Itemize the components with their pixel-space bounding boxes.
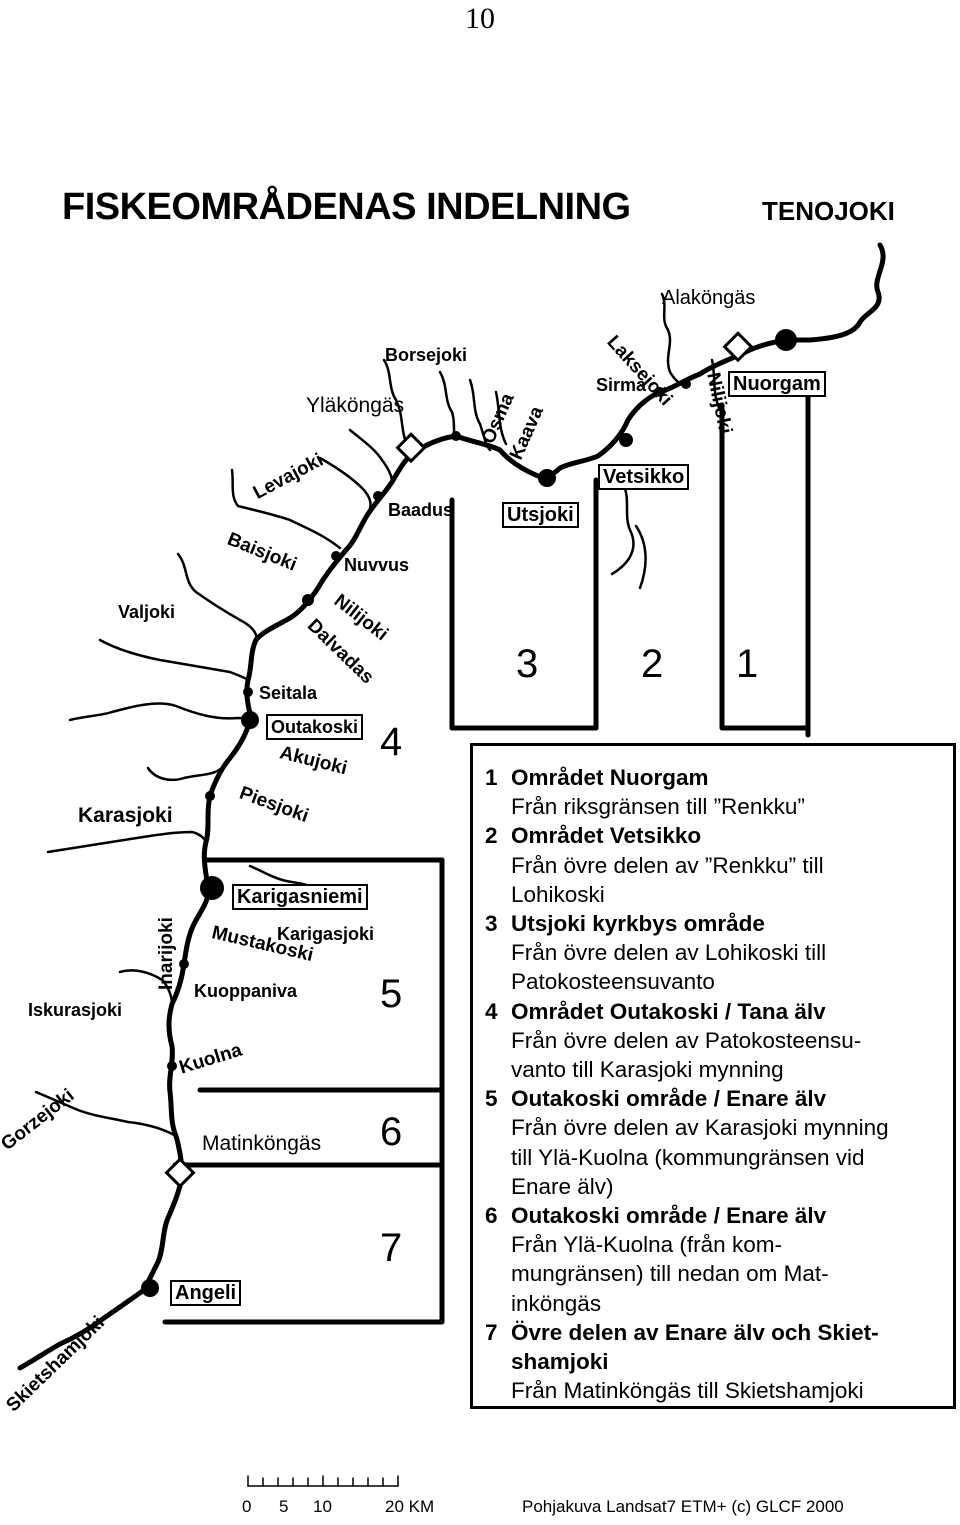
zone-number-5: 5 (380, 972, 403, 1016)
scale-label-20: 20 KM (385, 1497, 435, 1516)
legend-item-2: 2 Området Vetsikko (485, 821, 953, 850)
legend-number: 7 (485, 1319, 498, 1345)
scale-label-5: 5 (279, 1497, 289, 1516)
label-nuorgam: Nuorgam (728, 371, 826, 397)
label-inarijoki: Inarijoki (156, 917, 177, 990)
legend-title: Området Nuorgam (511, 765, 709, 790)
legend-title: Utsjoki kyrkbys område (511, 911, 765, 937)
label-iskurasjoki: Iskurasjoki (28, 1000, 123, 1020)
legend-number: 5 (485, 1086, 498, 1112)
page-title: FISKEOMRÅDENAS INDELNING (62, 186, 631, 228)
rapids-markers (164, 331, 754, 1189)
zone-boundaries (162, 385, 811, 1325)
label-kuoppaniva: Kuoppaniva (194, 981, 298, 1001)
legend-item-1: 1 Området Nuorgam (485, 763, 953, 792)
legend-box: 1 Området Nuorgam Från riksgränsen till ”… (470, 743, 956, 1409)
legend-item-6: 6 Outakoski område / Enare älv (485, 1201, 953, 1230)
legend-description: Från Ylä-Kuolna (från kom- mungränsen) t… (511, 1232, 829, 1316)
legend-item-3: 3 Utsjoki kyrkbys område (485, 909, 953, 938)
label-karigasjoki: Karigasjoki (277, 924, 375, 944)
legend-description: Från riksgränsen till ”Renkku” (511, 794, 805, 820)
zone-number-2: 2 (641, 642, 664, 686)
river-name: TENOJOKI (762, 196, 895, 226)
label-sirma: Sirma (596, 375, 647, 395)
label-utsjoki: Utsjoki (502, 502, 579, 528)
legend-title: Området Vetsikko (511, 823, 702, 849)
image-credit: Pohjakuva Landsat7 ETM+ (c) GLCF 2000 (522, 1497, 844, 1516)
label-vetsikko: Vetsikko (598, 464, 690, 490)
zone-number-6: 6 (380, 1110, 403, 1154)
place-markers (141, 329, 797, 1297)
legend-item-7: 7 Övre delen av Enare älv och Skiet- sham… (485, 1318, 953, 1376)
legend-number: 6 (485, 1203, 498, 1229)
label-seitala: Seitala (259, 683, 318, 703)
label-matinkongas: Matinköngäs (202, 1132, 322, 1155)
label-outakoski: Outakoski (266, 714, 364, 740)
legend-title: Outakoski område / Enare älv (511, 1086, 827, 1112)
page-number: 10 (465, 2, 495, 35)
legend-description: Från övre delen av Lohikoski till Patoko… (511, 940, 827, 995)
label-ylakongas: Yläköngäs (306, 394, 405, 417)
legend-item-5: 5 Outakoski område / Enare älv (485, 1084, 953, 1113)
legend-number: 2 (485, 823, 498, 849)
legend-item-4: 4 Området Outakoski / Tana älv (485, 997, 953, 1026)
legend-description: Från Matinköngäs till Skietshamjoki (511, 1378, 864, 1404)
legend-description: Från övre delen av ”Renkku” till Lohikos… (511, 852, 824, 907)
label-nuvvus: Nuvvus (344, 555, 410, 575)
legend-title: Övre delen av Enare älv och Skiet- shamj… (511, 1319, 879, 1375)
legend-title: Outakoski område / Enare älv (511, 1203, 827, 1229)
zone-number-4: 4 (380, 720, 403, 764)
zone-number-7: 7 (380, 1226, 403, 1270)
label-karasjoki: Karasjoki (78, 804, 173, 827)
zone-number-3: 3 (516, 642, 539, 686)
scale-label-10: 10 (313, 1497, 332, 1516)
label-angeli: Angeli (170, 1280, 242, 1306)
legend-number: 4 (485, 998, 498, 1024)
legend-title: Området Outakoski / Tana älv (511, 998, 826, 1024)
scale-bar (247, 1475, 399, 1487)
legend-number: 3 (485, 911, 498, 937)
legend-description: Från övre delen av Karasjoki mynning til… (511, 1115, 889, 1199)
label-karigasniemi: Karigasniemi (232, 884, 368, 910)
legend-number: 1 (485, 765, 498, 790)
label-baadus: Baadus (388, 500, 454, 520)
scale-label-0: 0 (242, 1497, 252, 1516)
label-valjoki: Valjoki (118, 602, 176, 622)
label-alakongas: Alaköngäs (662, 287, 756, 309)
label-borsejoki: Borsejoki (385, 345, 468, 365)
zone-number-1: 1 (736, 642, 759, 686)
legend-description: Från övre delen av Patokosteensu- vanto … (511, 1027, 862, 1083)
